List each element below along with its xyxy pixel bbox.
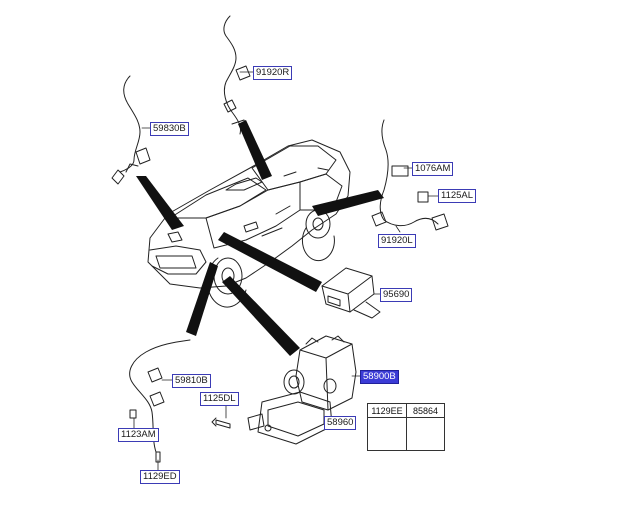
label-1123AM[interactable]: 1123AM [118,428,159,442]
wheel-speed-sensor-91920R [223,15,251,135]
label-59830B[interactable]: 59830B [150,122,189,136]
legend-divider [406,404,407,450]
yaw-rate-sensor-95690 [321,267,381,319]
legend-header-1129EE[interactable]: 1129EE [371,406,403,416]
label-95690[interactable]: 95690 [380,288,413,302]
wheel-speed-sensor-59830B [111,75,151,185]
label-58900B[interactable]: 58900B [360,370,399,384]
label-58960[interactable]: 58960 [324,416,357,430]
label-91920L[interactable]: 91920L [378,234,416,248]
label-1129ED[interactable]: 1129ED [140,470,180,484]
label-1076AM[interactable]: 1076AM [412,162,454,176]
label-1125AL[interactable]: 1125AL [438,189,477,203]
label-59810B[interactable]: 59810B [172,374,211,388]
legend-header-85864[interactable]: 85864 [412,406,439,416]
bolt-1125DL [211,417,231,429]
legend-divider [368,417,444,418]
callout-bands [136,120,384,356]
label-1125DL[interactable]: 1125DL [200,392,239,406]
wheel-speed-sensor-59810B [129,339,191,463]
label-91920R[interactable]: 91920R [253,66,293,80]
abs-hydraulic-unit-58900B [247,335,357,445]
wheel-speed-sensor-91920L [371,119,449,231]
hardware-legend-table: 1129EE 85864 [367,403,445,451]
